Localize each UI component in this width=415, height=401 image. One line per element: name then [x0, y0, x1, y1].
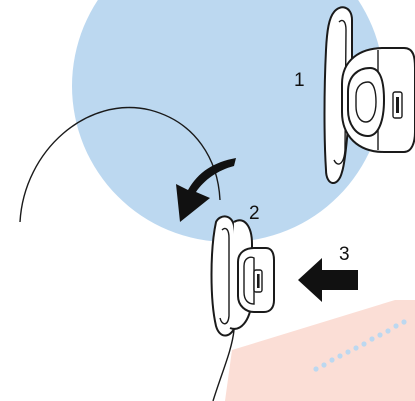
step-label-1: 1 — [294, 70, 305, 91]
step-label-2: 2 — [249, 203, 260, 224]
step-label-3: 3 — [339, 244, 350, 265]
background-band — [225, 300, 415, 401]
